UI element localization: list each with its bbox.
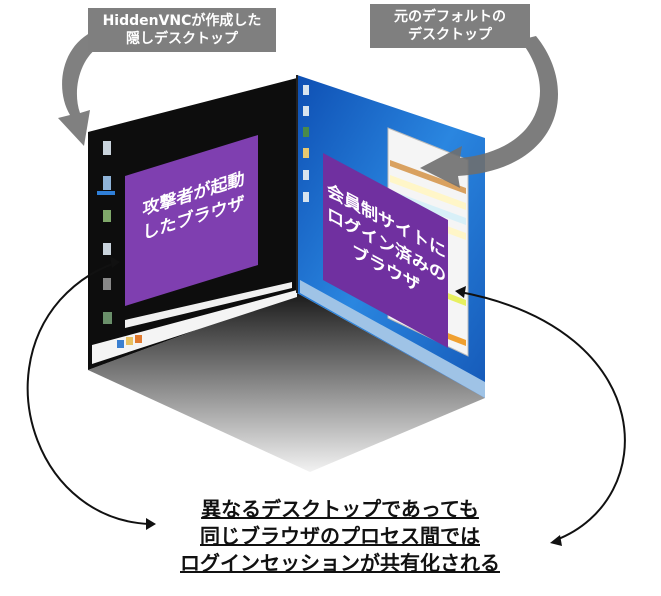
hidden-desktop-label-line1: HiddenVNCが作成した bbox=[102, 13, 262, 29]
caption-line2: 同じブラウザのプロセス間では bbox=[200, 524, 480, 548]
hidden-desktop-icons bbox=[97, 141, 115, 324]
default-desktop-label-line1: 元のデフォルトの bbox=[394, 9, 506, 25]
default-desktop-label: 元のデフォルトの デスクトップ bbox=[370, 4, 530, 48]
right-session-arrow bbox=[459, 291, 626, 541]
hidden-desktop-label: HiddenVNCが作成した 隠しデスクトップ bbox=[88, 8, 276, 52]
left-session-arrow bbox=[26, 261, 151, 525]
taskbar-icons bbox=[117, 335, 142, 348]
default-desktop-label-line2: デスクトップ bbox=[408, 27, 492, 43]
caption-line3: ログインセッションが共有化される bbox=[180, 551, 500, 575]
hidden-desktop-window-bar bbox=[125, 282, 292, 328]
caption-line1: 異なるデスクトップであっても bbox=[201, 497, 479, 521]
default-desktop-icons bbox=[303, 85, 309, 202]
attacker-browser-panel bbox=[125, 135, 258, 306]
hidden-desktop-pointer-arrow bbox=[58, 30, 100, 146]
cube-bottom-face bbox=[88, 293, 485, 472]
hidden-desktop-label-line2: 隠しデスクトップ bbox=[126, 31, 238, 47]
hidden-desktop-taskbar bbox=[92, 290, 297, 364]
member-browser-panel bbox=[323, 153, 448, 348]
default-desktop-taskbar bbox=[300, 280, 485, 398]
default-desktop-pointer-arrow bbox=[420, 36, 559, 188]
session-sharing-caption: 異なるデスクトップであっても 同じブラウザのプロセス間では ログインセッションが… bbox=[150, 496, 530, 577]
